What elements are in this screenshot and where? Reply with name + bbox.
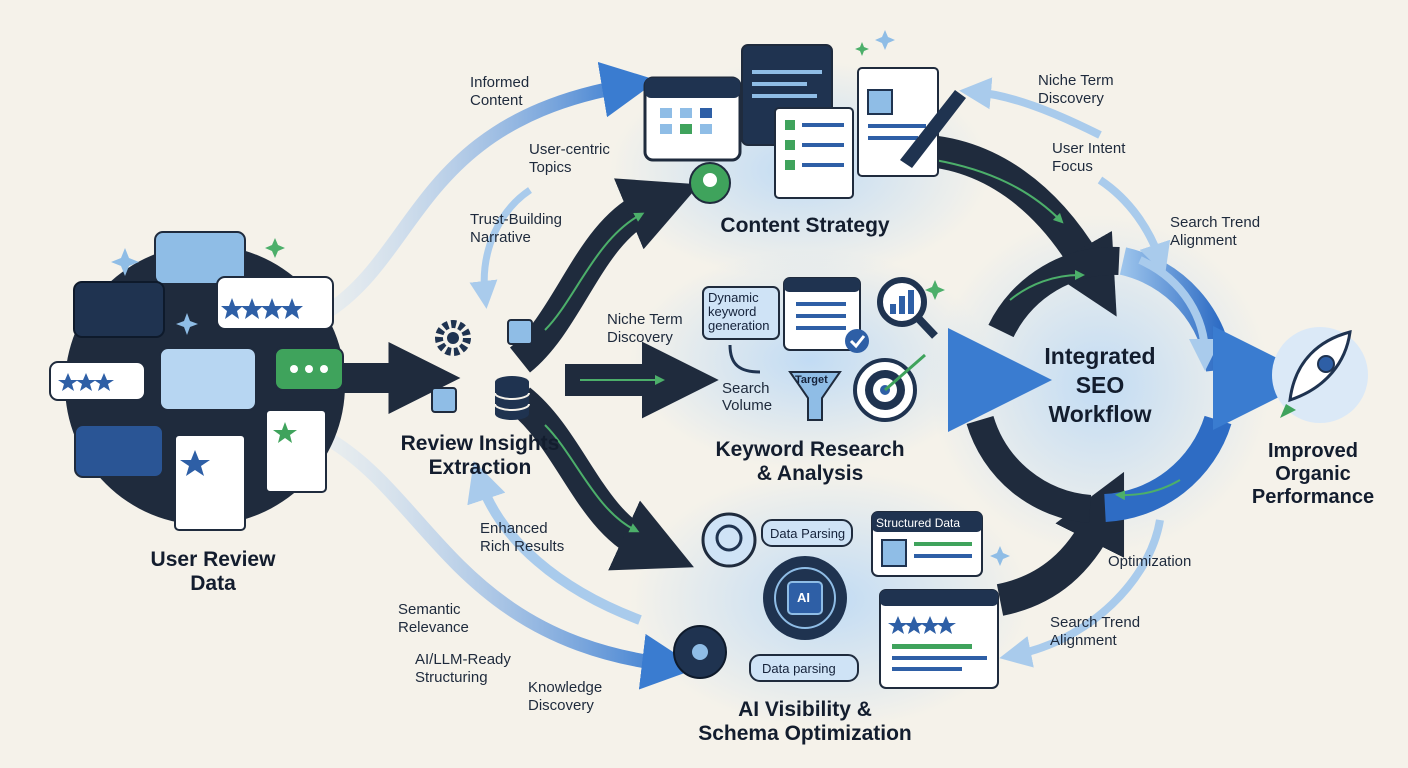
- label-knowledge-discovery: Knowledge Discovery: [528, 679, 603, 714]
- tag-data-parsing-bottom: Data parsing: [762, 661, 836, 676]
- tag-data-parsing-top: Data Parsing: [770, 526, 846, 541]
- label-enhanced-rich-results: Enhanced Rich Results: [480, 520, 565, 555]
- sparkles: [111, 30, 1010, 566]
- content-strategy-icons: [643, 44, 966, 204]
- arrow-to-content: [509, 178, 700, 373]
- flow-search-trend-bottom: [999, 519, 1164, 668]
- arrow-content-to-seo: [909, 134, 1117, 317]
- label-informed-content: Informed Content: [470, 74, 530, 109]
- rocket-icon: [1272, 327, 1368, 423]
- keyword-research-icons: [702, 277, 938, 422]
- flow-niche-right: [959, 77, 1102, 139]
- label-trust-building: Trust-Building Narrative: [470, 211, 562, 246]
- review-insights-icons: [431, 319, 533, 420]
- tag-target: Target: [795, 374, 828, 386]
- tag-dynamic-keyword: Dynamic keyword generation: [708, 290, 770, 333]
- node-keyword-research: Keyword Research & Analysis: [715, 438, 905, 485]
- tag-structured-data: Structured Data: [876, 516, 961, 530]
- node-ai-visibility: AI Visibility & Schema Optimization: [698, 698, 912, 745]
- ai-visibility-icons: [673, 511, 999, 689]
- label-ai-llm-ready: AI/LLM-Ready Structuring: [415, 651, 511, 686]
- label-search-trend-top: Search Trend Alignment: [1170, 214, 1261, 249]
- node-content-strategy: Content Strategy: [720, 214, 890, 237]
- flow-knowledge-discovery: [326, 434, 698, 690]
- user-review-cluster: [49, 231, 345, 531]
- tag-search-volume: Search Volume: [722, 380, 773, 414]
- label-semantic-relevance: Semantic Relevance: [398, 601, 469, 636]
- node-review-insights: Review Insights Extraction: [400, 432, 560, 479]
- label-user-centric-topics: User-centric Topics: [529, 141, 610, 176]
- flow-trust-building: [469, 187, 532, 309]
- node-integrated-seo: Integrated SEO Workflow: [1044, 343, 1156, 427]
- flow-informed-content: [326, 62, 658, 316]
- arrow-ai-to-seo: [996, 471, 1125, 616]
- flow-enhanced-rich: [467, 461, 642, 625]
- label-niche-term-center: Niche Term Discovery: [607, 311, 683, 346]
- arrow-to-ai: [509, 387, 694, 571]
- flow-search-trend-top: [1138, 256, 1221, 371]
- green-line-ai: [544, 424, 640, 533]
- green-line-content-seo: [934, 159, 1064, 224]
- label-niche-term-right: Niche Term Discovery: [1038, 72, 1114, 107]
- tag-ai-chip: AI: [797, 590, 810, 605]
- green-line-content: [544, 212, 645, 331]
- flow-user-intent: [1097, 176, 1171, 276]
- node-improved-performance: Improved Organic Performance: [1251, 440, 1375, 508]
- node-user-review-data: User Review Data: [150, 548, 276, 595]
- label-optimization: Optimization: [1108, 553, 1192, 570]
- label-search-trend-bottom: Search Trend Alignment: [1050, 614, 1141, 649]
- label-user-intent-focus: User Intent Focus: [1052, 140, 1126, 175]
